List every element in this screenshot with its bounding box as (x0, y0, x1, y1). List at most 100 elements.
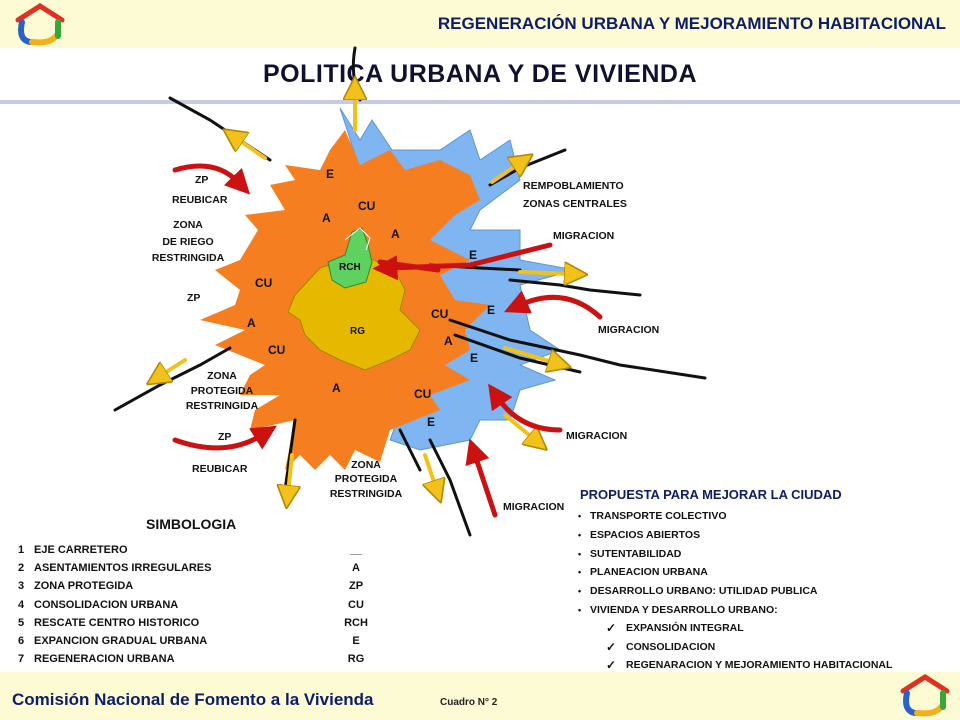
proposal-item: SUTENTABILIDAD (590, 547, 682, 560)
legend-code: A (352, 562, 360, 575)
legend-code: ZP (348, 580, 364, 593)
legend-num: 1 (18, 544, 25, 557)
list-item: • SUTENTABILIDAD (578, 544, 818, 563)
footer-ref: Cuadro N° 2 (440, 697, 498, 708)
legend-text: ASENTAMIENTOS IRREGULARES (34, 562, 212, 575)
expansion-arrows (160, 92, 572, 493)
zone-cu: CU (268, 343, 286, 357)
legend-code: RG (347, 653, 365, 666)
footer-org: Comisión Nacional de Fomento a la Vivien… (12, 690, 374, 709)
title-rule (0, 100, 960, 104)
zone-cu: CU (431, 307, 449, 321)
legend-num: 7 (18, 653, 25, 666)
bullet-icon: • (578, 511, 582, 522)
label-migracion-1: MIGRACION (553, 230, 615, 242)
house-logo-icon (900, 674, 950, 717)
proposal-title: PROPUESTA PARA MEJORAR LA CIUDAD (580, 487, 842, 502)
bullet-icon: • (578, 530, 582, 541)
label-migracion-4: MIGRACION (503, 501, 565, 513)
legend-code: RCH (344, 616, 368, 629)
list-item: • ESPACIOS ABIERTOS (578, 526, 818, 545)
legend-row: 1 EJE CARRETERO __ (18, 541, 378, 559)
legend-code: __ (349, 544, 363, 557)
zone-a: A (322, 211, 331, 225)
regeneration-outline (344, 227, 371, 251)
legend-row: 3 ZONA PROTEGIDA ZP (18, 577, 378, 595)
proposal-subitem: REGENARACION Y MEJORAMIENTO HABITACIONAL (626, 659, 893, 672)
zone-e: E (469, 248, 478, 262)
label-repoblamiento: REMPOBLAMIENTO (523, 180, 624, 192)
legend-code: CU (348, 598, 364, 611)
proposal-subitem: CONSOLIDACION (626, 640, 716, 653)
proposal-subitem: EXPANSIÓN INTEGRAL (626, 622, 744, 635)
proposal-item: ESPACIOS ABIERTOS (590, 529, 701, 542)
proposal-sublist: ✓ EXPANSIÓN INTEGRAL ✓ CONSOLIDACION ✓REGE… (606, 619, 892, 675)
legend-title: SIMBOLOGIA (146, 516, 237, 532)
header-band (0, 0, 960, 48)
zone-e: E (470, 351, 479, 365)
zone-cu: CU (255, 276, 273, 290)
label-zona-3: ZONA (351, 459, 381, 471)
label-zp-mid: ZP (187, 292, 201, 304)
legend-num: 2 (18, 562, 25, 575)
legend-text: REGENERACION URBANA (34, 653, 175, 666)
list-item: • PLANEACION URBANA (578, 563, 818, 582)
zone-cu: CU (414, 387, 432, 401)
zone-cu: CU (358, 199, 376, 213)
label-zp-top: ZP (195, 174, 209, 186)
zone-rg: RG (350, 326, 365, 337)
header-title: REGENERACIÓN URBANA Y MEJORAMIENTO HABIT… (437, 14, 946, 33)
label-protegida-3: PROTEGIDA (334, 473, 398, 485)
legend-text: RESCATE CENTRO HISTORICO (34, 616, 200, 629)
zone-a: A (247, 316, 256, 330)
historic-center (327, 227, 373, 289)
label-restringida-3: RESTRINGIDA (329, 488, 403, 500)
label-protegida-2: PROTEGIDA (190, 385, 254, 397)
zone-e: E (487, 303, 496, 317)
legend: 1 EJE CARRETERO __ 2 ASENTAMIENTOS IRREG… (18, 541, 378, 668)
legend-num: 5 (18, 616, 25, 629)
zone-e: E (326, 167, 335, 181)
zone-a: A (444, 334, 453, 348)
label-migracion-2: MIGRACION (598, 324, 660, 336)
legend-row: 2 ASENTAMIENTOS IRREGULARES A (18, 559, 378, 577)
label-zona-2: ZONA (207, 370, 237, 382)
label-zonas-centrales: ZONAS CENTRALES (523, 198, 627, 210)
label-de-riego: DE RIEGO (162, 236, 214, 248)
zone-a: A (391, 227, 400, 241)
label-restringida-1: RESTRINGIDA (151, 252, 225, 264)
bullet-icon: • (578, 548, 582, 559)
legend-text: EJE CARRETERO (34, 544, 128, 557)
bullet-icon: • (578, 567, 582, 578)
bullet-icon: • (578, 586, 582, 597)
bullet-icon: • (578, 604, 582, 615)
label-restringida-2: RESTRINGIDA (185, 400, 259, 412)
label-zp-bot: ZP (218, 431, 232, 443)
list-item: ✓ EXPANSIÓN INTEGRAL (606, 619, 892, 638)
label-reubicar-top: REUBICAR (172, 194, 228, 206)
legend-num: 4 (18, 598, 25, 611)
list-item: • VIVIENDA Y DESARROLLO URBANO: (578, 600, 818, 619)
checkmark-icon: ✓ (606, 639, 617, 654)
zone-a: A (332, 381, 341, 395)
legend-row: 5 RESCATE CENTRO HISTORICO RCH (18, 614, 378, 632)
checkmark-icon: ✓ (606, 621, 617, 636)
list-item: • DESARROLLO URBANO: UTILIDAD PUBLICA (578, 582, 818, 601)
list-item: ✓REGENARACION Y MEJORAMIENTO HABITACIONA… (606, 656, 892, 675)
page-title: POLITICA URBANA Y DE VIVIENDA (263, 60, 697, 88)
legend-row: 4 CONSOLIDACION URBANA CU (18, 596, 378, 614)
footer-band (0, 672, 960, 720)
proposal-item: DESARROLLO URBANO: UTILIDAD PUBLICA (590, 585, 818, 598)
legend-num: 6 (18, 635, 25, 648)
label-reubicar-bot: REUBICAR (192, 463, 248, 475)
proposal-item: VIVIENDA Y DESARROLLO URBANO: (590, 603, 778, 616)
list-item: ✓ CONSOLIDACION (606, 638, 892, 657)
proposal-item: TRANSPORTE COLECTIVO (590, 510, 727, 523)
legend-text: CONSOLIDACION URBANA (34, 598, 179, 611)
list-item: • TRANSPORTE COLECTIVO (578, 507, 818, 526)
legend-num: 3 (18, 580, 25, 593)
legend-row: 6 EXPANCION GRADUAL URBANA E (18, 632, 378, 650)
proposal-item: PLANEACION URBANA (590, 566, 708, 579)
house-logo-icon (15, 3, 65, 46)
